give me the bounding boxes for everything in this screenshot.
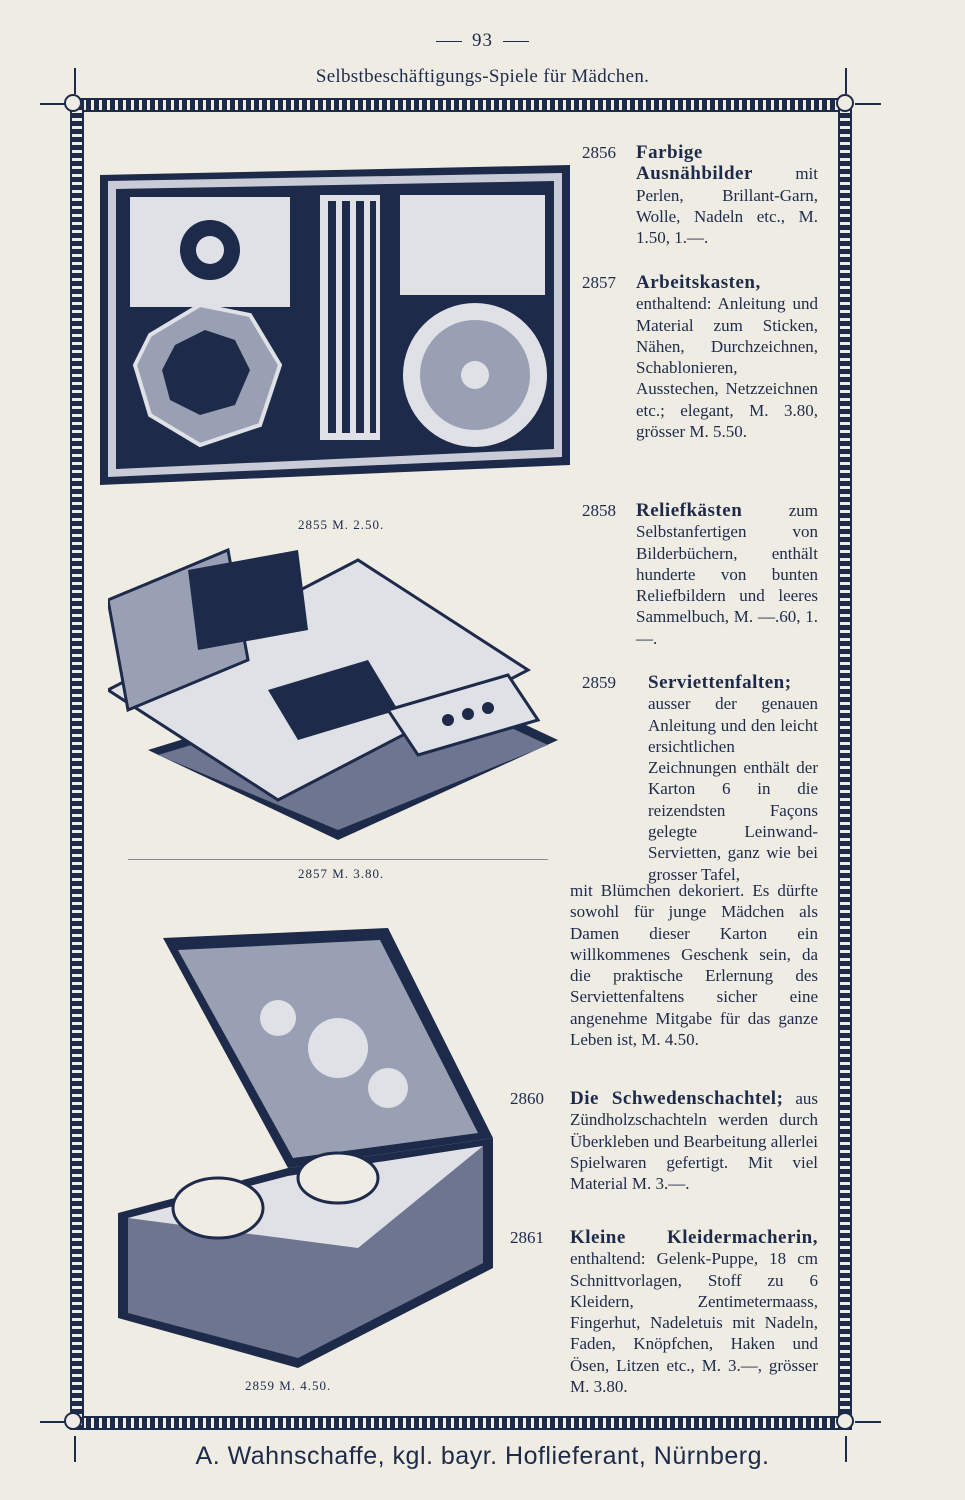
entry-number: 2861 (510, 1228, 544, 1247)
entry-text: aus Zündholzschachteln werden durch Über… (570, 1089, 818, 1194)
frame-spike (74, 68, 76, 94)
entry-number: 2859 (582, 673, 616, 692)
frame-spike (845, 1436, 847, 1462)
entry-text: ausser der genauen Anleitung und den lei… (648, 694, 818, 884)
embroidery-box-illustration (100, 165, 575, 495)
entry-title: Serviettenfalten; (648, 672, 792, 693)
catalog-entry: 2856 Farbige Ausnähbilder mit Perlen, Br… (582, 142, 818, 248)
corner-ornament-icon (836, 1412, 854, 1430)
figure-caption: 2857 M. 3.80. (298, 866, 385, 881)
frame-rail-left (70, 98, 84, 1430)
page-frame (70, 98, 852, 1430)
running-title: Selbstbeschäftigungs-Spiele für Mädchen. (315, 66, 650, 87)
figure-caption: 2855 M. 2.50. (298, 517, 385, 532)
frame-spike (855, 1421, 881, 1423)
frame-rail-bottom (70, 1416, 852, 1430)
frame-spike (40, 103, 66, 105)
napkin-box-icon (118, 928, 493, 1368)
ornament-dash (503, 41, 529, 43)
frame-spike (845, 68, 847, 94)
corner-ornament-icon (64, 94, 82, 112)
entry-title: Reliefkästen (636, 500, 743, 521)
frame-spike (74, 1436, 76, 1462)
entry-title: Farbige Ausnähbilder (636, 142, 753, 185)
entry-number: 2856 (582, 143, 616, 162)
entry-number: 2860 (510, 1089, 544, 1108)
publisher-footer: A. Wahnschaffe, kgl. bayr. Hoflieferant,… (195, 1442, 770, 1470)
entry-title: Die Schwedenschachtel; (570, 1088, 784, 1109)
entry-text: mit Blümchen dekoriert. Es dürfte sowohl… (570, 881, 818, 1050)
figure-caption: 2859 M. 4.50. (245, 1378, 332, 1393)
entry-number: 2858 (582, 501, 616, 520)
entry-text: mit Perlen, Brillant-Garn, Wolle, Nadeln… (636, 164, 818, 248)
catalog-entry-continuation: mit Blümchen dekoriert. Es dürfte sowohl… (570, 880, 818, 1050)
entry-number: 2857 (582, 273, 616, 292)
corner-ornament-icon (836, 94, 854, 112)
catalog-entry: 2858 Reliefkästen zum Selbstanfertigen v… (582, 500, 818, 649)
entry-text: zum Selbstanfertigen von Bilderbüchern, … (636, 501, 818, 648)
frame-spike (855, 103, 881, 105)
frame-rail-top (70, 98, 852, 112)
page-number: 93 (0, 30, 965, 52)
embroidery-box-icon (100, 165, 570, 485)
work-box-illustration (108, 540, 568, 860)
work-box-icon (108, 547, 558, 860)
entry-title: Arbeitskasten, (636, 272, 761, 293)
page-number-text: 93 (472, 30, 493, 51)
entry-title: Kleine Kleidermacherin, (570, 1227, 818, 1248)
napkin-box-illustration (108, 928, 508, 1378)
entry-text: enthaltend: Anleitung und Material zum S… (636, 294, 818, 442)
entry-text: enthaltend: Gelenk-Puppe, 18 cm Schnittv… (570, 1249, 818, 1397)
catalog-entry: 2860 Die Schwedenschachtel; aus Zündholz… (510, 1088, 818, 1194)
frame-spike (40, 1421, 66, 1423)
catalog-entry: 2861 Kleine Kleidermacherin, enthaltend:… (510, 1227, 818, 1397)
catalog-entry: 2857 Arbeitskasten, enthaltend: Anleitun… (582, 272, 818, 442)
catalog-entry: 2859 Serviettenfalten; ausser der genaue… (582, 672, 818, 885)
ornament-dash (436, 41, 462, 43)
frame-rail-right (838, 98, 852, 1430)
corner-ornament-icon (64, 1412, 82, 1430)
